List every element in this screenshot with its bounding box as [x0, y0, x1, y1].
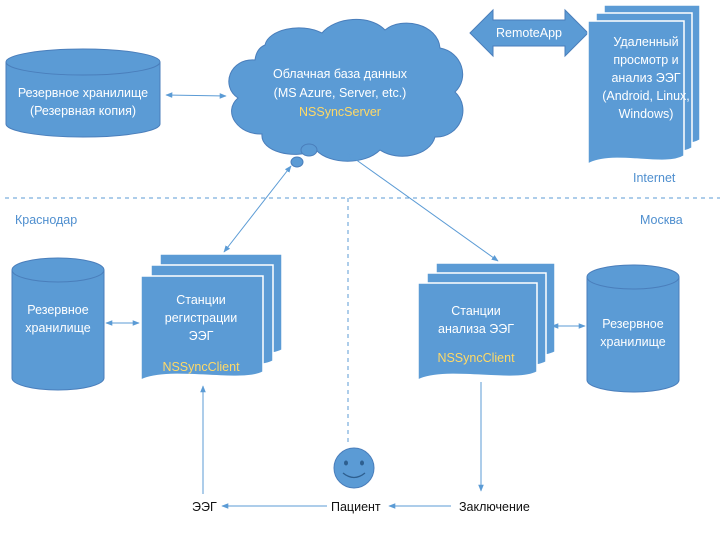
backup-right-line2: хранилище: [600, 335, 665, 349]
registration-accent-nssyncclient: NSSyncClient: [162, 360, 240, 374]
label-conclusion: Заключение: [459, 500, 530, 514]
registration-line2: регистрации: [165, 311, 237, 325]
label-patient: Пациент: [331, 500, 381, 514]
label-eeg: ЭЭГ: [192, 500, 217, 514]
analysis-accent-nssyncclient: NSSyncClient: [437, 351, 515, 365]
backup-storage-right-cylinder: Резервное хранилище: [586, 264, 680, 393]
cloud-line2: (MS Azure, Server, etc.): [274, 86, 407, 100]
backup-top-line1: Резервное хранилище: [18, 86, 148, 100]
analysis-line1: Станции: [451, 304, 501, 318]
registration-line1: Станции: [176, 293, 226, 307]
arrow-cloud-analysis: [347, 153, 499, 262]
backup-top-line2: (Резервная копия): [30, 104, 136, 118]
remoteapp-arrow: RemoteApp: [469, 8, 589, 58]
cloud-database: Облачная база данных (MS Azure, Server, …: [228, 18, 464, 168]
backup-left-line1: Резервное: [27, 303, 88, 317]
region-label-krasnodar: Краснодар: [15, 213, 77, 227]
remote-viewer-line2: просмотр и: [613, 53, 678, 67]
region-label-moscow: Москва: [640, 213, 683, 227]
remoteapp-label: RemoteApp: [496, 26, 562, 40]
backup-storage-left-cylinder: Резервное хранилище: [11, 257, 105, 391]
remote-viewer-documents: Удаленный просмотр и анализ ЭЭГ (Android…: [587, 4, 701, 166]
region-label-internet: Internet: [633, 171, 676, 185]
registration-stations-documents: Станции регистрации ЭЭГ NSSyncClient: [140, 253, 283, 382]
backup-right-line1: Резервное: [602, 317, 663, 331]
analysis-line2: анализа ЭЭГ: [438, 322, 514, 336]
arrow-backup-top-cloud: [165, 92, 227, 99]
remote-viewer-line3: анализ ЭЭГ: [611, 71, 680, 85]
remote-viewer-line4: (Android, Linux,: [602, 89, 690, 103]
remote-viewer-line5: Windows): [619, 107, 674, 121]
registration-line3: ЭЭГ: [189, 329, 214, 343]
arrow-cloud-registration: [223, 165, 292, 253]
remote-viewer-line1: Удаленный: [613, 35, 678, 49]
cloud-line1: Облачная база данных: [273, 67, 408, 81]
cloud-accent-nssyncserver: NSSyncServer: [299, 105, 381, 119]
smiley-face-icon: [333, 447, 375, 489]
backup-left-line2: хранилище: [25, 321, 90, 335]
backup-storage-top-cylinder: Резервное хранилище (Резервная копия): [5, 48, 161, 138]
analysis-stations-documents: Станции анализа ЭЭГ NSSyncClient: [417, 262, 556, 382]
